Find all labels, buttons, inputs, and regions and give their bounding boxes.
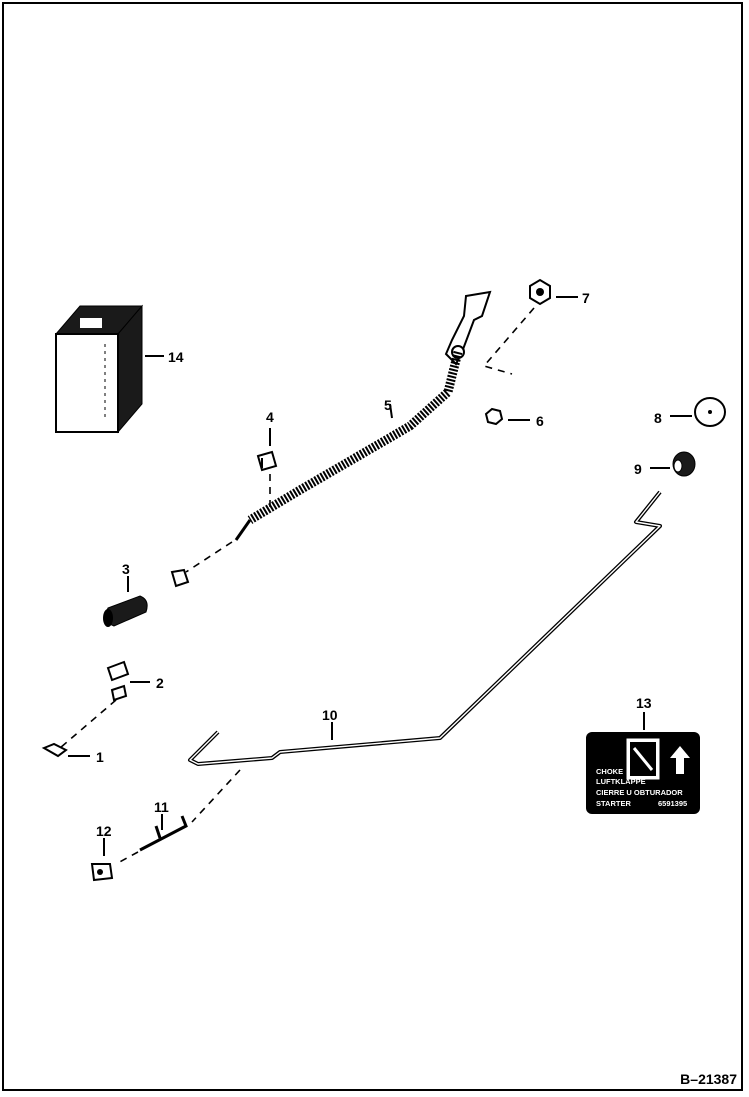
cable-end-clip — [170, 568, 190, 588]
callout-12: 12 — [96, 823, 112, 839]
callout-3: 3 — [122, 561, 130, 577]
part-1-fastener — [41, 742, 68, 758]
callout-7: 7 — [582, 290, 590, 306]
part-2-clip — [106, 660, 130, 702]
part-8-washer — [694, 397, 726, 427]
part-11-rod — [139, 815, 188, 852]
part-10-rod — [188, 490, 662, 766]
figure-id: B–21387 — [680, 1071, 737, 1087]
decal-line-3: CIERRE U OBTURADOR — [596, 788, 683, 797]
callout-13: 13 — [636, 695, 652, 711]
decal-line-1: CHOKE — [596, 767, 623, 776]
part-14-box — [54, 304, 144, 434]
part-6-nut — [484, 407, 504, 426]
callout-1: 1 — [96, 749, 104, 765]
callout-2: 2 — [156, 675, 164, 691]
part-12-clip — [90, 863, 114, 882]
decal-part-number: 6591395 — [658, 799, 687, 808]
decal-line-2: LUFTKLAPPE — [596, 777, 646, 786]
part-5-cable — [234, 290, 492, 541]
part-7-nut — [529, 278, 551, 306]
part-13-decal: CHOKE LUFTKLAPPE CIERRE U OBTURADOR STAR… — [586, 732, 700, 814]
callout-9: 9 — [634, 461, 642, 477]
callout-8: 8 — [654, 410, 662, 426]
callout-14: 14 — [168, 349, 184, 365]
callout-10: 10 — [322, 707, 338, 723]
part-3-grip — [103, 595, 148, 627]
part-4-clip — [256, 450, 278, 472]
callout-5: 5 — [384, 397, 392, 413]
callout-11: 11 — [154, 799, 169, 815]
callout-6: 6 — [536, 413, 544, 429]
decal-line-4: STARTER — [596, 799, 631, 808]
callout-4: 4 — [266, 409, 274, 425]
part-9-bushing — [672, 451, 696, 477]
